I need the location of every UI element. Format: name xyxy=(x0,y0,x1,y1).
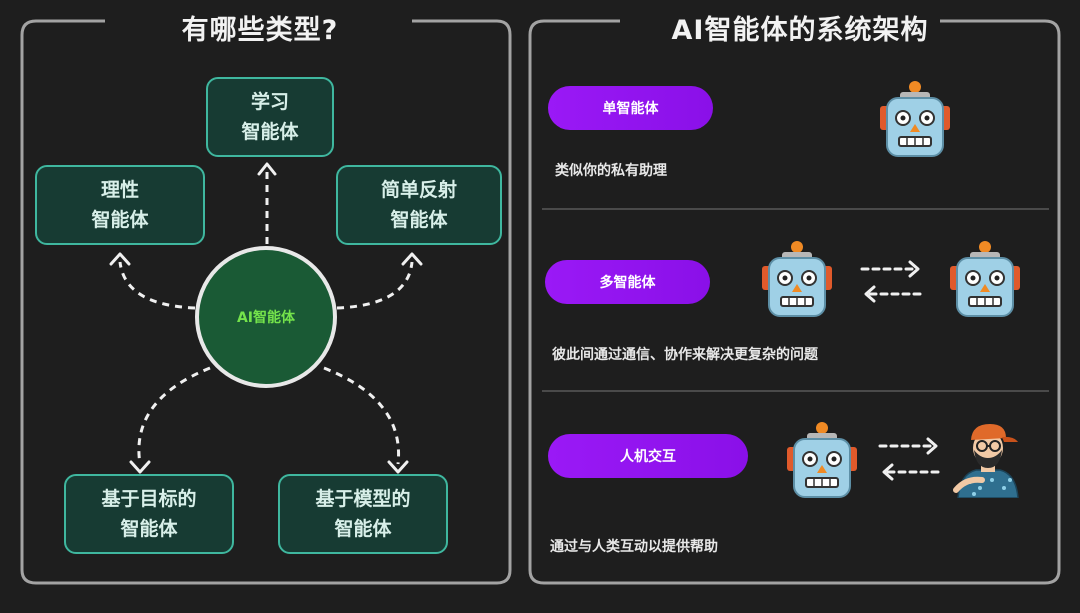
node-model-line1: 基于模型的 xyxy=(315,488,411,510)
pill-multi-agent-label: 多智能体 xyxy=(599,275,656,291)
node-model-based-agent: 基于模型的 智能体 xyxy=(278,474,448,554)
exchange-arrows-icon xyxy=(878,437,940,481)
connector-model xyxy=(323,366,401,465)
right-panel: AI智能体的系统架构 单智能体 类似你的私有助理 多智能体 彼此间通过通信、协作… xyxy=(520,0,1080,613)
right-panel-title: AI智能体的系统架构 xyxy=(671,15,929,46)
connector-rational xyxy=(118,261,196,310)
connector-reflex xyxy=(336,261,414,310)
node-reflex-line1: 简单反射 xyxy=(380,179,457,201)
node-goal-line2: 智能体 xyxy=(120,518,178,540)
center-node-ai-agent: AI智能体 xyxy=(195,246,337,388)
left-panel-title: 有哪些类型? xyxy=(181,15,339,46)
node-reflex-line2: 智能体 xyxy=(390,209,448,231)
node-learning-agent: 学习 智能体 xyxy=(206,77,334,157)
right-panel-frame xyxy=(528,19,1061,585)
left-panel-frame xyxy=(20,19,512,585)
connector-goal xyxy=(137,366,211,465)
node-goal-based-agent: 基于目标的 智能体 xyxy=(64,474,234,554)
person-icon xyxy=(953,424,1019,498)
left-panel: 有哪些类型? 学习 智能体 理性 智能体 简单反射 智能体 基于目标的 智能体 … xyxy=(0,0,520,613)
robot-icon xyxy=(880,81,950,157)
desc-single-agent: 类似你的私有助理 xyxy=(555,163,667,179)
pill-human-agent-label: 人机交互 xyxy=(620,449,676,465)
exchange-arrows-icon xyxy=(860,260,922,303)
robot-icon xyxy=(762,241,832,317)
robot-icon xyxy=(950,241,1020,317)
center-node-label: AI智能体 xyxy=(236,310,296,326)
pill-multi-agent: 多智能体 xyxy=(545,260,710,304)
arrowhead-model xyxy=(387,460,409,474)
pill-single-agent: 单智能体 xyxy=(548,86,713,130)
node-rational-line1: 理性 xyxy=(100,179,139,201)
desc-multi-agent: 彼此间通过通信、协作来解决更复杂的问题 xyxy=(552,347,818,363)
robot-icon xyxy=(787,422,857,498)
node-model-line2: 智能体 xyxy=(334,518,392,540)
section-divider-1 xyxy=(542,208,1049,210)
desc-human-agent-interaction: 通过与人类互动以提供帮助 xyxy=(550,539,718,555)
arrowhead-reflex xyxy=(401,252,423,266)
pill-human-agent-interaction: 人机交互 xyxy=(548,434,748,478)
node-rational-agent: 理性 智能体 xyxy=(35,165,205,245)
section-divider-2 xyxy=(542,390,1049,392)
node-goal-line1: 基于目标的 xyxy=(101,488,197,510)
arrowhead-rational xyxy=(109,252,131,266)
arrowhead-goal xyxy=(129,460,151,474)
node-rational-line2: 智能体 xyxy=(91,209,149,231)
node-simple-reflex-agent: 简单反射 智能体 xyxy=(336,165,502,245)
node-learning-line1: 学习 xyxy=(250,91,289,113)
node-learning-line2: 智能体 xyxy=(241,121,299,143)
pill-single-agent-label: 单智能体 xyxy=(602,101,659,117)
arrowhead-learning xyxy=(257,162,277,176)
